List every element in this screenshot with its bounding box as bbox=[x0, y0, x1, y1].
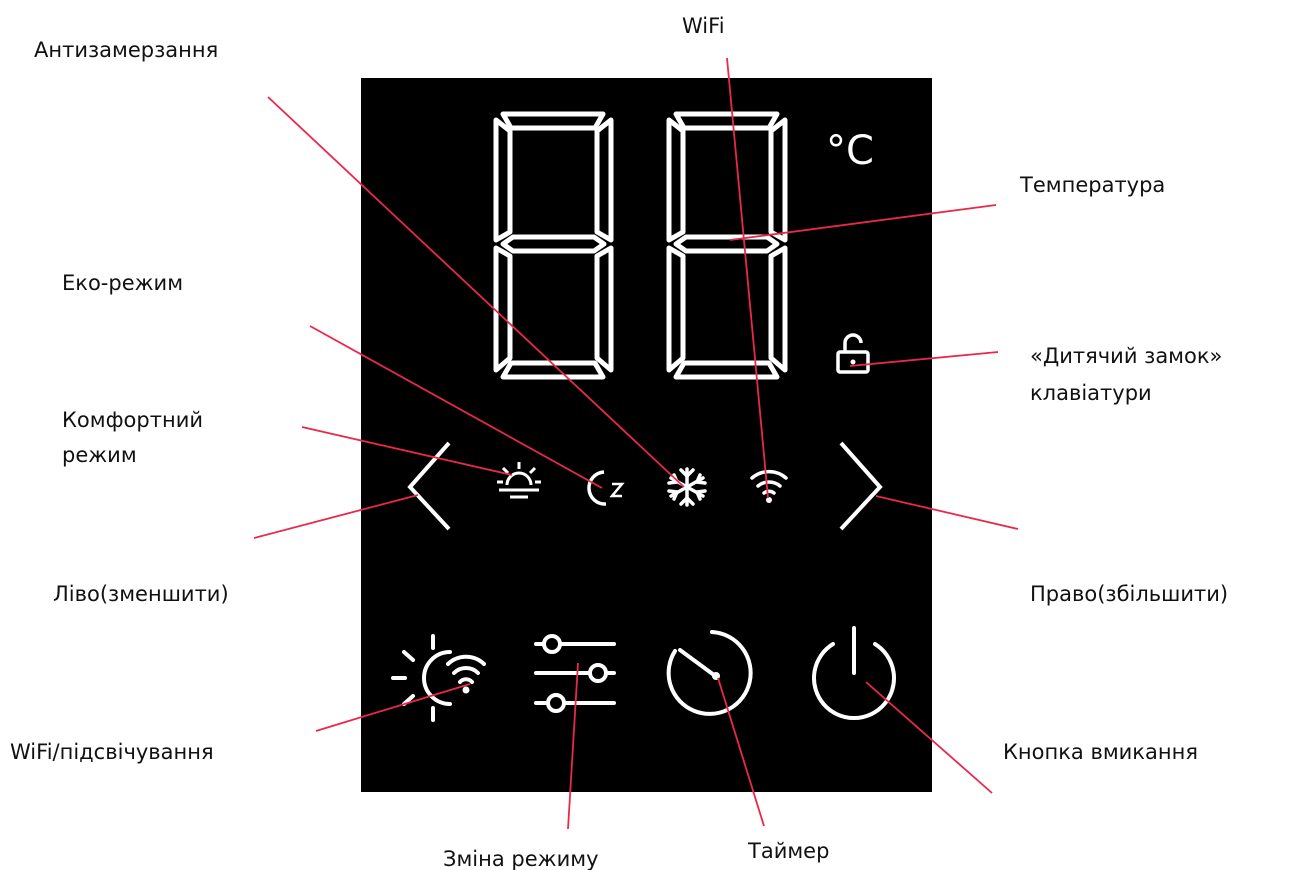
comfort-sun-icon bbox=[497, 462, 541, 499]
segment-b bbox=[594, 117, 614, 243]
leader-lines bbox=[253, 57, 1019, 830]
label-right-increase: Право(збільшити) bbox=[1030, 582, 1228, 606]
label-left-decrease: Ліво(зменшити) bbox=[53, 582, 229, 606]
leader-wifi bbox=[726, 57, 769, 499]
wifi-backlight-icon bbox=[391, 634, 486, 722]
leader-temperature bbox=[729, 204, 997, 241]
segment-a bbox=[673, 111, 780, 131]
segment-d bbox=[500, 360, 606, 380]
leader-wifi-backlight bbox=[315, 683, 471, 732]
label-power-button: Кнопка вмикання bbox=[1003, 740, 1198, 764]
label-comfort-line1: Комфортний bbox=[62, 408, 203, 432]
padlock-open-icon bbox=[836, 333, 870, 374]
wifi-backlight-button[interactable] bbox=[391, 634, 486, 722]
chevron-right-icon[interactable] bbox=[839, 441, 883, 531]
leader-left bbox=[253, 494, 419, 539]
power-button[interactable] bbox=[812, 626, 896, 721]
leader-timer bbox=[717, 677, 765, 827]
eco-moon-icon bbox=[587, 470, 625, 506]
temperature-display bbox=[493, 111, 788, 380]
leader-mode-change bbox=[567, 662, 579, 830]
leader-eco bbox=[309, 325, 603, 489]
digit-tens bbox=[493, 111, 614, 380]
leader-right bbox=[875, 495, 1019, 530]
segment-g bbox=[500, 234, 607, 254]
segment-b bbox=[768, 117, 788, 243]
leader-child-lock bbox=[849, 351, 999, 367]
segment-f bbox=[493, 117, 513, 243]
digit-ones bbox=[666, 111, 788, 380]
segment-g bbox=[673, 234, 780, 254]
leader-comfort bbox=[301, 426, 513, 476]
wifi-icon bbox=[750, 470, 788, 503]
label-wifi-backlight: WiFi/підсвічування bbox=[10, 740, 214, 764]
snowflake-icon bbox=[667, 467, 707, 507]
leader-power bbox=[865, 681, 993, 794]
label-temperature: Температура bbox=[1019, 173, 1165, 197]
label-eco-mode: Еко-режим bbox=[62, 271, 183, 295]
unit-symbol: °C bbox=[826, 128, 874, 174]
label-mode-change: Зміна режиму bbox=[443, 847, 599, 870]
label-timer: Таймер bbox=[747, 839, 829, 863]
power-icon bbox=[812, 626, 896, 721]
segment-a bbox=[500, 111, 606, 131]
segment-c bbox=[594, 245, 614, 373]
segment-e bbox=[666, 245, 686, 373]
segment-f bbox=[666, 117, 686, 243]
label-comfort-line2: режим bbox=[62, 443, 137, 467]
label-child-lock-line2: клавіатури bbox=[1030, 381, 1152, 405]
segment-e bbox=[493, 245, 513, 373]
leader-anti-freeze bbox=[267, 96, 685, 488]
label-wifi: WiFi bbox=[682, 14, 725, 38]
label-anti-freeze: Антизамерзання bbox=[34, 38, 218, 62]
segment-c bbox=[768, 245, 788, 373]
segment-d bbox=[673, 360, 780, 380]
thermostat-panel bbox=[361, 78, 932, 792]
label-child-lock-line1: «Дитячий замок» bbox=[1030, 344, 1222, 368]
